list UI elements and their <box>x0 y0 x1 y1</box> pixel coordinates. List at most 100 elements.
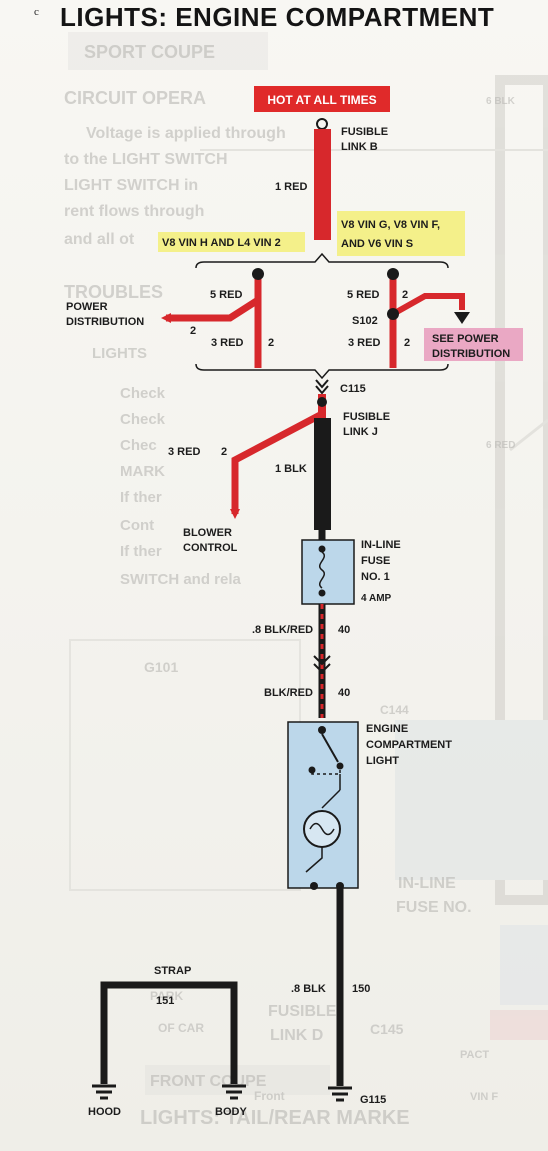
wire-1-red-label: 1 RED <box>275 181 307 193</box>
bleed-through-text: FUSE NO. <box>396 899 472 916</box>
c115-connector-lower <box>315 385 329 395</box>
c115-connector-upper <box>315 379 329 389</box>
bleed-through-text: If ther <box>120 489 162 506</box>
bleed-through-text: Chec <box>120 437 157 454</box>
bleed-through-text: PARK <box>150 989 183 1003</box>
left-2a-label: 2 <box>190 325 196 337</box>
bleed-through-text: PACT <box>460 1049 489 1061</box>
light-switch-dashed-link <box>311 770 341 775</box>
bleed-through-text: LIGHTS <box>92 345 147 362</box>
right-2a-label: 2 <box>402 289 408 301</box>
bleed-through-text: SPORT COUPE <box>84 42 215 62</box>
light-feed-diagonal <box>321 789 341 809</box>
strap-151-label: 151 <box>156 995 174 1007</box>
s102-label: S102 <box>352 315 378 327</box>
bleed-through-text: C144 <box>380 703 409 717</box>
wire-40a-label: 40 <box>338 624 350 636</box>
see-power-highlight <box>424 328 523 361</box>
fusible-link-b <box>314 129 331 240</box>
bleed-through-text: rent flows through <box>64 203 204 220</box>
vin-left-label: V8 VIN H AND L4 VIN 2 <box>162 237 281 249</box>
light-switch-pivot <box>308 766 316 774</box>
engine-light-box <box>287 721 359 889</box>
bleed-through-text: LINK D <box>270 1027 323 1044</box>
light-ground-diagonal <box>305 847 323 873</box>
fuse-terminal-top <box>318 545 326 553</box>
ground-icon-body <box>222 1084 246 1100</box>
bleed-frame <box>495 75 548 905</box>
light-terminal-bottom-left <box>310 882 318 890</box>
g115-label: G115 <box>360 1094 386 1106</box>
bleed-through-text: CIRCUIT OPERA <box>64 88 206 108</box>
bleed-box <box>490 1010 548 1040</box>
fuse-icon <box>319 551 325 589</box>
wire-8-blk-label: .8 BLK <box>291 983 326 995</box>
see-power-label-2: DISTRIBUTION <box>432 348 510 360</box>
bleed-through-text: TROUBLES <box>64 282 163 302</box>
inline-fuse-box <box>301 539 355 605</box>
bleed-through-text: VIN F <box>470 1091 498 1103</box>
bleed-through-text: LIGHT SWITCH in <box>64 177 198 194</box>
fusible-link-j <box>314 418 331 530</box>
bleed-through-text: IN-LINE <box>398 875 456 892</box>
power-distribution-label-2: DISTRIBUTION <box>66 316 144 328</box>
bleed-through-text: Voltage is applied through <box>86 125 286 142</box>
ground-strap-151 <box>100 981 238 1084</box>
blower-3-red-label: 3 RED <box>168 446 200 458</box>
ground-icon-g115 <box>328 1086 352 1102</box>
bleed-through-text: G101 <box>144 659 178 675</box>
bulb-filament <box>309 822 335 836</box>
vin-right-highlight <box>337 211 465 256</box>
bleed-box <box>68 32 268 70</box>
hot-terminal <box>316 118 328 130</box>
wire-150-label: 150 <box>352 983 370 995</box>
bleed-through-text: If ther <box>120 543 162 560</box>
bleed-through-text: FUSIBLE <box>268 1003 337 1020</box>
see-power-arrow <box>454 312 470 324</box>
hood-label: HOOD <box>88 1106 121 1118</box>
c115-label: C115 <box>340 383 366 395</box>
bleed-box <box>500 925 548 1005</box>
wire-blkred-label: BLK/RED <box>264 687 313 699</box>
left-3-red-label: 3 RED <box>211 337 243 349</box>
blower-control-wire <box>230 410 324 519</box>
blower-control-label-2: CONTROL <box>183 542 238 554</box>
bleed-through-text: SWITCH and rela <box>120 571 242 588</box>
engine-light-label-2: COMPARTMENT <box>366 739 452 751</box>
see-power-label-1: SEE POWER <box>432 333 499 345</box>
vin-left-highlight <box>158 232 305 252</box>
hot-at-all-times-label: HOT AT ALL TIMES <box>267 93 376 107</box>
right-2b-label: 2 <box>404 337 410 349</box>
option-bracket-bottom <box>195 363 449 380</box>
bleed-through-text: 6 BLK <box>486 96 516 107</box>
wire-40b-label: 40 <box>338 687 350 699</box>
power-distribution-label-1: POWER <box>66 301 108 313</box>
light-terminal-top <box>318 726 326 734</box>
bleed-through-text: MARK <box>120 463 165 480</box>
right-5-red-label: 5 RED <box>347 289 379 301</box>
fusible-link-b-label-1: FUSIBLE <box>341 126 388 138</box>
ground-icon-hood <box>92 1084 116 1100</box>
left-2b-label: 2 <box>268 337 274 349</box>
left-splice-dot <box>252 268 264 280</box>
fusible-link-j-label-1: FUSIBLE <box>343 411 390 423</box>
body-label: BODY <box>215 1106 247 1118</box>
engine-light-label-3: LIGHT <box>366 755 399 767</box>
fusible-link-b-label-2: LINK B <box>341 141 378 153</box>
inline-fuse-label-3: NO. 1 <box>361 571 390 583</box>
connector-upper-chevron <box>313 655 331 666</box>
bleed-through-text: Cont <box>120 517 154 534</box>
strap-label: STRAP <box>154 965 191 977</box>
bleed-through-text: and all ot <box>64 231 135 248</box>
light-switch-contact <box>336 762 344 770</box>
splice-dot-c115 <box>317 397 327 407</box>
left-5-red-label: 5 RED <box>210 289 242 301</box>
see-power-wire <box>391 293 465 317</box>
vin-right-label-2: AND V6 VIN S <box>341 238 413 250</box>
vin-right-label-1: V8 VIN G, V8 VIN F, <box>341 219 440 231</box>
blower-control-label-1: BLOWER <box>183 527 232 539</box>
bleed-through-text: C145 <box>370 1021 404 1037</box>
